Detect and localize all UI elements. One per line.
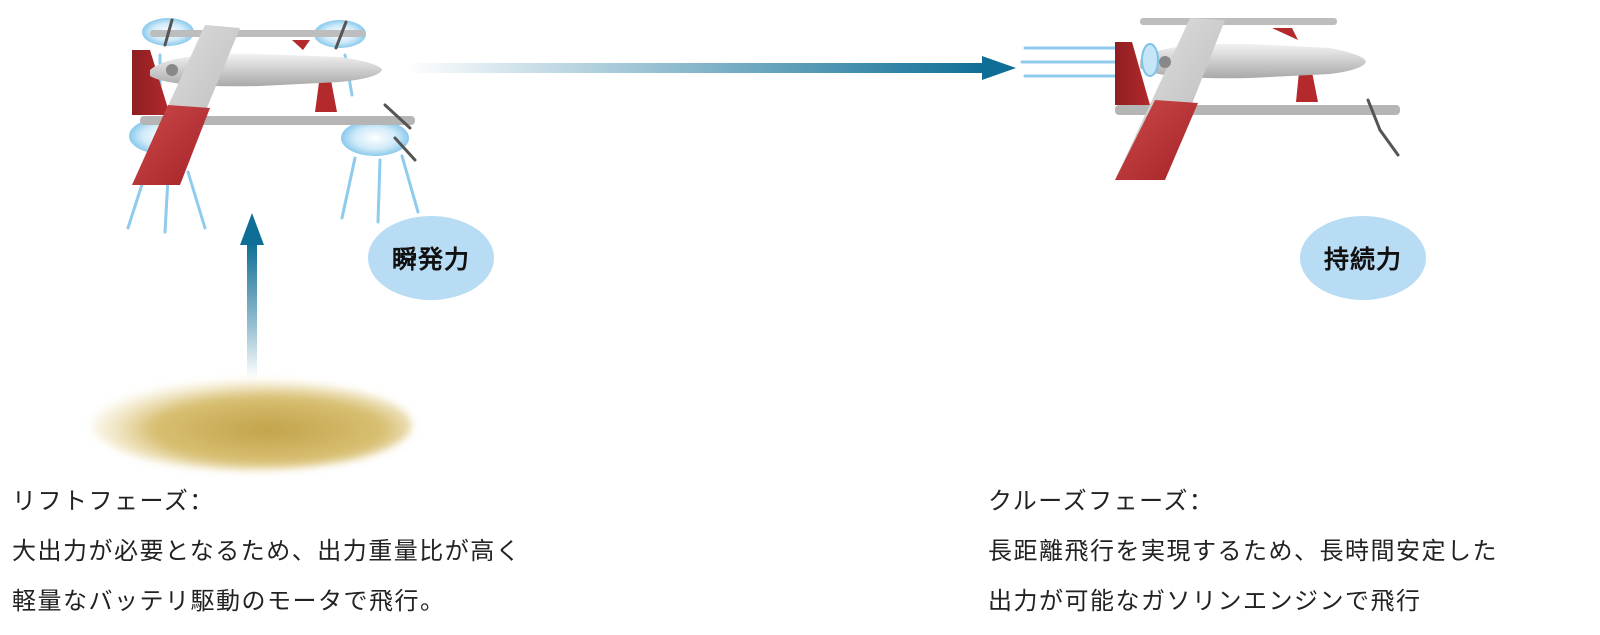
lift-caption-line: 軽量なバッテリ駆動のモータで飛行。 bbox=[12, 587, 446, 615]
lift-phase-caption: リフトフェーズ： 大出力が必要となるため、出力重量比が高く 軽量なバッテリ駆動の… bbox=[12, 476, 521, 626]
cruise-caption-line: 出力が可能なガソリンエンジンで飛行 bbox=[988, 587, 1422, 615]
instant-power-label: 瞬発力 bbox=[391, 245, 470, 274]
transition-arrow-icon bbox=[405, 56, 1016, 80]
cruise-phase-caption: クルーズフェーズ： 長距離飛行を実現するため、長時間安定した 出力が可能なガソリ… bbox=[988, 476, 1498, 626]
cruise-caption-line: 長距離飛行を実現するため、長時間安定した bbox=[988, 537, 1498, 565]
lift-caption-title: リフトフェーズ： bbox=[12, 487, 215, 515]
endurance-label: 持続力 bbox=[1323, 245, 1402, 274]
vtol-drone-hover-icon bbox=[126, 18, 420, 234]
lift-caption-line: 大出力が必要となるため、出力重量比が高く bbox=[12, 537, 522, 565]
ground-shadow bbox=[92, 380, 412, 470]
cruise-caption-title: クルーズフェーズ： bbox=[988, 487, 1215, 515]
vtol-drone-cruise-icon bbox=[1020, 18, 1400, 180]
lift-arrow-icon bbox=[240, 213, 264, 378]
endurance-bubble: 持続力 bbox=[1300, 216, 1426, 300]
instant-power-bubble: 瞬発力 bbox=[368, 216, 494, 300]
